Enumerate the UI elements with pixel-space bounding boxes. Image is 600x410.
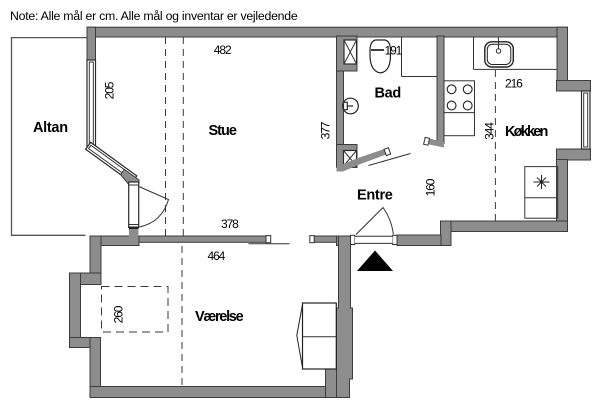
svg-text:Note: Alle mål er cm. Alle mål: Note: Alle mål er cm. Alle mål og invent… bbox=[10, 9, 298, 23]
svg-text:344: 344 bbox=[483, 122, 497, 140]
svg-text:Køkken: Køkken bbox=[505, 124, 548, 140]
svg-text:377: 377 bbox=[318, 121, 332, 139]
svg-text:378: 378 bbox=[221, 217, 239, 231]
svg-text:Altan: Altan bbox=[33, 120, 68, 136]
svg-text:464: 464 bbox=[208, 249, 226, 263]
svg-text:160: 160 bbox=[424, 178, 438, 196]
svg-text:Værelse: Værelse bbox=[195, 309, 244, 325]
svg-text:482: 482 bbox=[214, 43, 232, 57]
svg-text:260: 260 bbox=[112, 305, 126, 323]
svg-text:Entre: Entre bbox=[357, 188, 393, 204]
svg-text:216: 216 bbox=[505, 76, 523, 90]
svg-text:191: 191 bbox=[385, 43, 403, 57]
svg-text:Stue: Stue bbox=[209, 123, 237, 139]
svg-text:205: 205 bbox=[103, 81, 117, 99]
svg-text:Bad: Bad bbox=[375, 86, 402, 102]
